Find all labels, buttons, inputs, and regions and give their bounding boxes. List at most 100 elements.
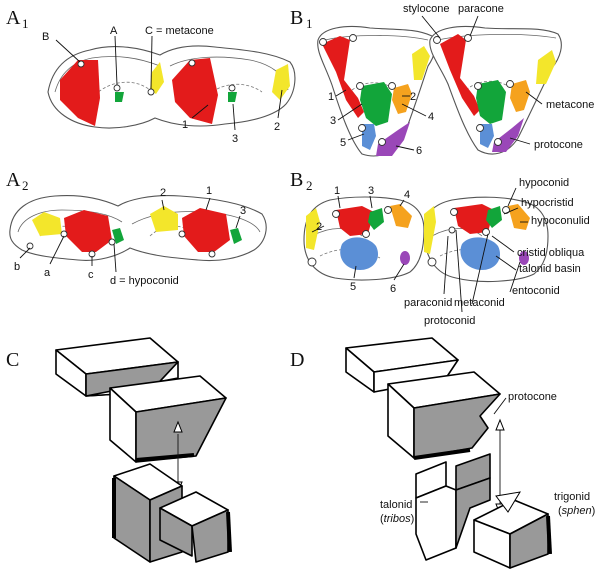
panel-c-letter: C [6,349,19,371]
b2-label-talonid-basin: talonid basin [519,263,581,275]
panel-d-letter: D [290,349,304,371]
a2-red-left [64,210,112,252]
b2-label-2: 2 [316,221,322,233]
d-label-tribos-close: ) [411,513,415,525]
b1-label-6: 6 [416,145,422,157]
panel-a2: A 2 b a c d = hypoconid 2 1 3 [6,169,267,287]
panel-b1-letter: B [290,7,303,29]
b1-label-3: 3 [330,115,336,127]
b2-label-paraconid: paraconid [404,297,452,309]
d-upper-block-2 [387,371,501,460]
b1-yellow-right [536,50,556,84]
panel-a1: A 1 B A C = metacone 1 2 3 [6,7,296,145]
b1-green-right [476,80,506,124]
a2-label-1: 1 [206,185,212,197]
b1-purple-left [376,122,410,156]
a1-label-3: 3 [232,133,238,145]
d-label-tribos-text: tribos [384,513,411,525]
b2-label-3: 3 [368,185,374,197]
d-label-protocone: protocone [508,391,557,403]
a1-yellow-right [272,64,290,100]
b2-label-5: 5 [350,281,356,293]
b1-label-4: 4 [428,111,434,123]
panel-c: C [6,337,232,563]
panel-a2-letter: A [6,169,21,191]
d-label-sphen-open: ( [558,505,562,517]
b2-purple-right [519,251,529,265]
a2-label-d: d = hypoconid [110,275,179,287]
a1-yellow-left [150,62,164,94]
a1-red-middle [172,58,218,124]
panel-a2-sub: 2 [22,178,29,193]
b2-label-hypoconid: hypoconid [519,177,569,189]
b1-label-paracone: paracone [458,3,504,15]
b2-yellow-right [424,206,436,254]
d-label-talonid: talonid [380,499,412,511]
d-label-tribos: (tribos) [380,513,414,525]
panel-b1-sub: 1 [306,16,313,31]
b2-label-hypocristid: hypocristid [521,197,574,209]
panel-d: D protocone [290,337,595,569]
b2-blue-right [460,237,501,270]
b2-red-left [336,206,374,236]
c-upper-block-2 [109,375,227,463]
b1-blue-left [362,124,376,150]
panel-b2-sub: 2 [306,178,313,193]
b2-label-protoconid: protoconid [424,315,475,327]
b2-label-6: 6 [390,283,396,295]
a1-green-right [228,92,237,102]
b1-red-left [322,36,364,118]
d-talonid-block [415,453,491,561]
panel-b2-letter: B [290,169,303,191]
a1-label-b: B [42,31,49,43]
d-label-sphen: (sphen) [558,505,595,517]
b1-red-right [440,34,480,116]
d-trigonid-block [473,491,552,569]
panel-b1: B 1 [290,3,594,157]
d-label-tribos-open: ( [380,513,384,525]
b2-label-entoconid: entoconid [512,285,560,297]
a2-red-right [182,208,230,252]
b1-blue-right [480,124,494,148]
a2-label-b: b [14,261,20,273]
d-label-sphen-close: ) [592,505,596,517]
b2-blue-left [340,237,379,270]
b2-label-4: 4 [404,189,410,201]
a1-red-left [60,60,100,126]
b1-green-left [360,82,392,126]
b1-label-1: 1 [328,91,334,103]
b1-yellow-left [412,46,430,80]
b2-orange-left [390,204,412,228]
b2-label-hypoconulid: hypoconulid [531,215,590,227]
a1-green-left [115,92,124,102]
a1-label-c: C = metacone [145,25,214,37]
b2-label-cristid-obliqua: cristid obliqua [517,247,585,259]
a2-yellow-left [32,212,62,236]
a1-label-2: 2 [274,121,280,133]
b1-label-5: 5 [340,137,346,149]
b2-green-left [368,208,384,230]
a2-green-right [230,228,242,244]
panel-a1-letter: A [6,7,21,29]
b1-label-metacone: metacone [546,99,594,111]
a1-label-a: A [110,25,118,37]
b2-label-metaconid: metaconid [454,297,505,309]
b2-orange-right [508,204,530,230]
b2-green-right [486,206,502,228]
b2-yellow-left [306,208,320,250]
b1-label-protocone: protocone [534,139,583,151]
b2-label-1: 1 [334,185,340,197]
panel-b2: B 2 [290,169,590,327]
b1-label-stylocone: stylocone [403,3,449,15]
a2-label-a: a [44,267,51,279]
a1-label-1: 1 [182,119,188,131]
a2-label-3: 3 [240,205,246,217]
b2-purple-left [400,251,410,265]
a2-label-2: 2 [160,187,166,199]
d-label-sphen-text: sphen [562,505,592,517]
b2-red-right [454,204,494,234]
b1-label-2: 2 [410,91,416,103]
a2-label-c: c [88,269,94,281]
panel-a1-sub: 1 [22,16,29,31]
